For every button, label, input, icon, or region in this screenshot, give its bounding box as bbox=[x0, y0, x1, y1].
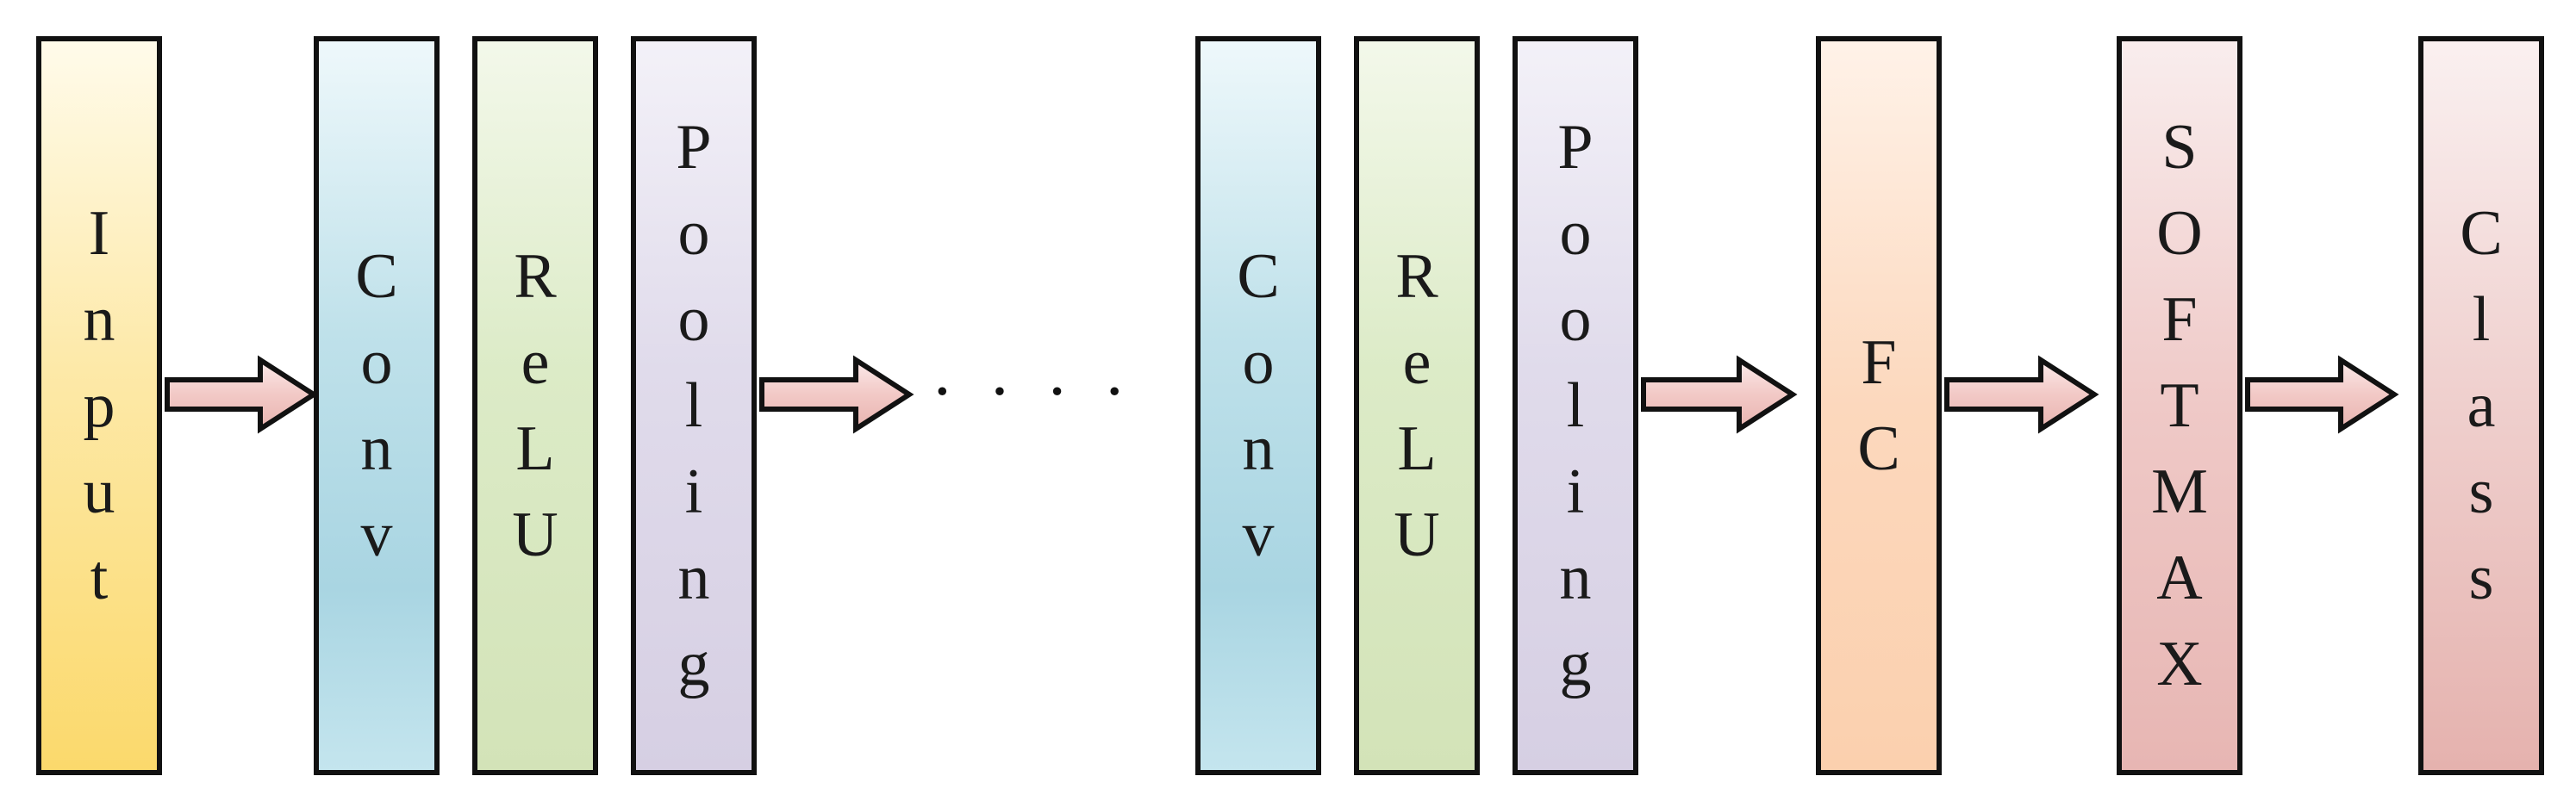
label-letter: o bbox=[677, 284, 710, 355]
label-letter: O bbox=[2156, 198, 2203, 269]
label-letter: l bbox=[2472, 284, 2491, 355]
label-letter: n bbox=[1559, 543, 1592, 613]
label-letter: I bbox=[88, 198, 110, 269]
label-letter: v bbox=[360, 500, 393, 570]
label-letter: R bbox=[1395, 241, 1438, 312]
arrow-input-to-conv bbox=[165, 355, 319, 434]
arrow-pooling-to-ellipsis bbox=[759, 355, 914, 434]
label-letter: o bbox=[677, 198, 710, 269]
label-letter: o bbox=[1242, 327, 1275, 398]
label-letter: C bbox=[1857, 413, 1900, 484]
label-letter: e bbox=[1402, 327, 1431, 398]
label-letter: C bbox=[2460, 198, 2503, 269]
label-letter: i bbox=[1566, 456, 1585, 527]
label-letter: t bbox=[90, 543, 109, 613]
label-letter: n bbox=[1242, 413, 1275, 484]
label-letter: S bbox=[2161, 112, 2198, 183]
label-letter: P bbox=[1557, 112, 1594, 183]
label-letter: M bbox=[2151, 456, 2208, 527]
label-letter: o bbox=[1559, 284, 1592, 355]
label-letter: R bbox=[514, 241, 557, 312]
label-letter: U bbox=[1394, 500, 1440, 570]
label-letter: n bbox=[677, 543, 710, 613]
label-letter: o bbox=[360, 327, 393, 398]
label-letter: L bbox=[1397, 413, 1437, 484]
label-letter: F bbox=[2161, 284, 2198, 355]
arrow-fc-to-softmax bbox=[1944, 355, 2099, 434]
label-letter: F bbox=[1861, 327, 1897, 398]
label-letter: C bbox=[355, 241, 398, 312]
label-letter: C bbox=[1237, 241, 1280, 312]
label-letter: P bbox=[676, 112, 712, 183]
label-letter: u bbox=[83, 456, 115, 527]
label-letter: o bbox=[1559, 198, 1592, 269]
arrow-pooling-to-fc bbox=[1641, 355, 1798, 434]
label-letter: U bbox=[512, 500, 558, 570]
label-letter: n bbox=[83, 284, 115, 355]
label-letter: e bbox=[521, 327, 550, 398]
label-letter: g bbox=[677, 629, 710, 699]
label-letter: L bbox=[515, 413, 555, 484]
label-letter: l bbox=[1566, 370, 1585, 441]
ellipsis: · · · · bbox=[931, 354, 1135, 430]
label-letter: s bbox=[2468, 456, 2494, 527]
label-letter: a bbox=[2467, 370, 2496, 441]
label-letter: X bbox=[2156, 629, 2203, 699]
label-letter: T bbox=[2160, 370, 2199, 441]
arrow-softmax-to-class bbox=[2245, 355, 2399, 434]
label-letter: s bbox=[2468, 543, 2494, 613]
label-letter: g bbox=[1559, 629, 1592, 699]
label-letter: A bbox=[2156, 543, 2203, 613]
label-letter: i bbox=[684, 456, 703, 527]
label-letter: n bbox=[360, 413, 393, 484]
label-letter: p bbox=[83, 370, 115, 441]
label-letter: v bbox=[1242, 500, 1275, 570]
label-letter: l bbox=[684, 370, 703, 441]
